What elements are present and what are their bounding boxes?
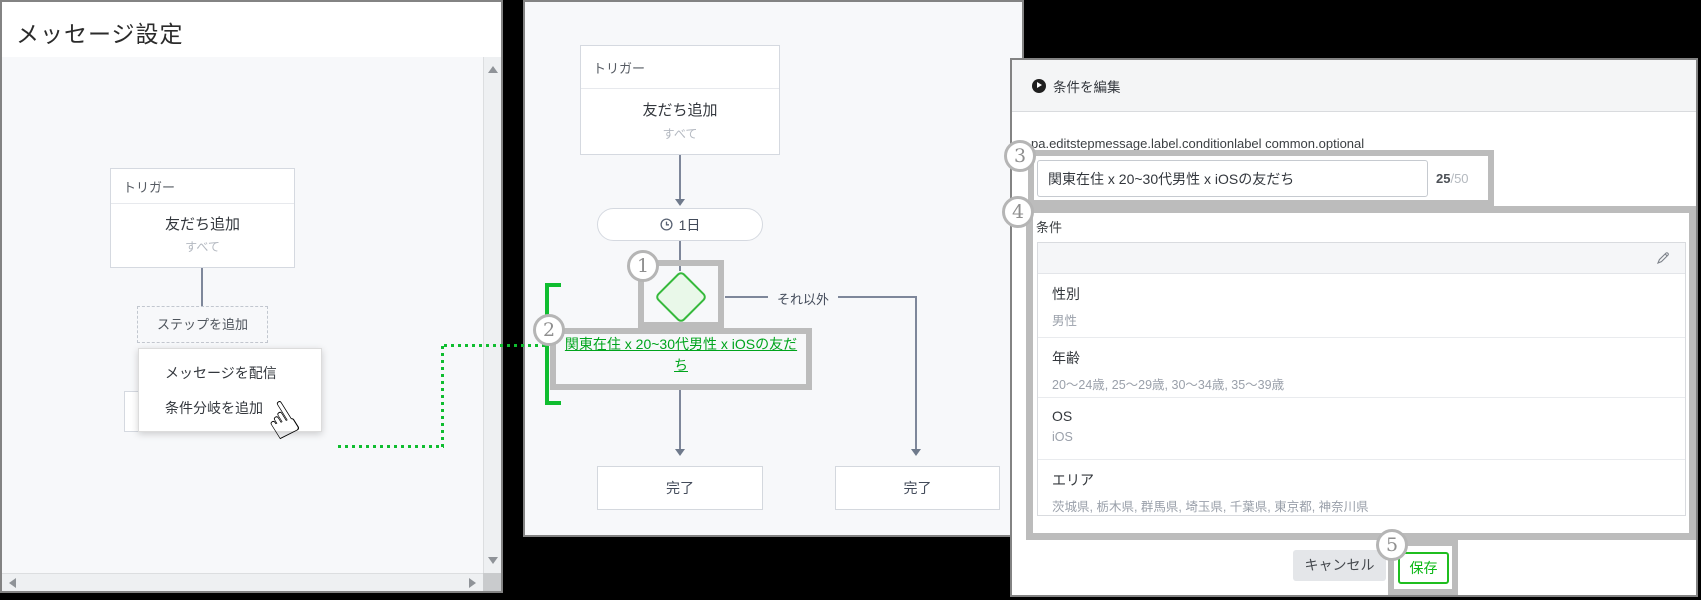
annotation-circle-3: 3 <box>1004 140 1036 172</box>
condition-row-label: エリア <box>1052 472 1094 488</box>
condition-row-label: 性別 <box>1052 286 1080 302</box>
condition-name-field-label: pa.editstepmessage.label.conditionlabel … <box>1031 136 1365 151</box>
condition-row-value: 20〜24歳, 25〜29歳, 30〜34歳, 35〜39歳 <box>1052 378 1285 392</box>
connector-line <box>201 268 203 306</box>
conditions-section-label: 条件 <box>1036 220 1063 235</box>
trigger-node-header: トリガー <box>581 46 779 89</box>
arrowhead-icon <box>675 199 685 206</box>
annotation-frame-1 <box>638 260 724 328</box>
trigger-node[interactable]: トリガー 友だち追加 すべて <box>580 45 780 155</box>
trigger-node-subtitle: すべて <box>185 240 220 254</box>
scroll-down-icon[interactable] <box>488 557 498 564</box>
add-step-menu: メッセージを配信 条件分岐を追加 <box>138 348 322 432</box>
conditions-list: 性別 男性 年齢 20〜24歳, 25〜29歳, 30〜34歳, 35〜39歳 … <box>1037 242 1686 516</box>
condition-row-os[interactable]: OS iOS <box>1038 398 1685 460</box>
annotation-dotted-line <box>441 346 444 448</box>
delay-label: 1日 <box>678 216 701 233</box>
arrowhead-icon <box>911 449 921 456</box>
condition-branch-link-line2: ち <box>674 357 688 373</box>
connector-line <box>679 241 681 271</box>
done-node-left[interactable]: 完了 <box>597 466 763 510</box>
done-node-right[interactable]: 完了 <box>835 466 1000 510</box>
annotation-frame-3 <box>1028 150 1494 206</box>
pencil-icon[interactable] <box>1655 250 1671 266</box>
scrollbar-corner <box>483 573 501 591</box>
annotation-frame-2 <box>550 328 812 390</box>
clock-icon <box>660 218 673 231</box>
horizontal-scrollbar[interactable] <box>2 573 483 591</box>
annotation-dotted-line <box>444 344 545 347</box>
annotation-circle-5: 5 <box>1376 529 1408 561</box>
trigger-node-subtitle: すべて <box>662 127 698 141</box>
char-count-current: 25 <box>1436 171 1451 186</box>
annotation-frame-5 <box>1388 540 1458 595</box>
condition-row-area[interactable]: エリア 茨城県, 栃木県, 群馬県, 埼玉県, 千葉県, 東京都, 神奈川県 <box>1038 460 1685 517</box>
connector-line <box>679 390 681 449</box>
trigger-node[interactable]: トリガー 友だち追加 すべて <box>110 168 295 268</box>
menu-item-send-message[interactable]: メッセージを配信 <box>165 365 277 381</box>
annotation-frame-4 <box>1026 206 1696 540</box>
condition-branch-link-line1: 関東在住 x 20~30代男性 x iOSの友だ <box>564 336 798 352</box>
condition-name-input[interactable] <box>1037 160 1428 197</box>
annotation-bracket <box>549 401 561 405</box>
play-icon <box>1032 78 1046 93</box>
vertical-scrollbar[interactable] <box>483 57 501 573</box>
trigger-node-title: 友だち追加 <box>642 102 718 119</box>
page-title: メッセージ設定 <box>16 21 184 47</box>
annotation-circle-4: 4 <box>1002 196 1034 228</box>
char-count-max: /50 <box>1450 171 1469 186</box>
char-counter: 25/50 <box>1436 171 1469 186</box>
add-step-button[interactable]: ステップを追加 <box>137 306 268 343</box>
condition-row-label: 年齢 <box>1052 350 1080 366</box>
message-settings-panel: メッセージ設定 <box>0 0 503 593</box>
cancel-button[interactable]: キャンセル <box>1293 550 1386 581</box>
otherwise-label: それ以外 <box>768 289 838 308</box>
branch-line <box>725 296 768 298</box>
dialog-header: 条件を編集 <box>1012 60 1696 112</box>
save-button[interactable]: 保存 <box>1398 552 1449 584</box>
scroll-up-icon[interactable] <box>488 66 498 73</box>
annotation-circle-1: 1 <box>627 250 659 282</box>
condition-row-value: 茨城県, 栃木県, 群馬県, 埼玉県, 千葉県, 東京都, 神奈川県 <box>1052 500 1369 514</box>
scroll-right-icon[interactable] <box>469 578 476 588</box>
condition-row-value: 男性 <box>1052 314 1078 328</box>
scroll-left-icon[interactable] <box>9 578 16 588</box>
condition-branch-link[interactable]: 関東在住 x 20~30代男性 x iOSの友だ ち <box>560 334 802 376</box>
trigger-node-title: 友だち追加 <box>164 216 240 233</box>
arrowhead-icon <box>675 449 685 456</box>
annotation-circle-2: 2 <box>533 314 565 346</box>
delay-node[interactable]: 1日 <box>597 208 763 241</box>
annotation-bracket <box>549 283 561 287</box>
dialog-title: 条件を編集 <box>1053 79 1121 95</box>
connector-line <box>679 155 681 199</box>
condition-row-gender[interactable]: 性別 男性 <box>1038 274 1685 338</box>
condition-row-label: OS <box>1052 408 1073 424</box>
branch-line <box>838 296 917 298</box>
trigger-node-header: トリガー <box>111 169 294 204</box>
condition-row-age[interactable]: 年齢 20〜24歳, 25〜29歳, 30〜34歳, 35〜39歳 <box>1038 338 1685 398</box>
annotation-dotted-line <box>338 445 444 448</box>
condition-row-value: iOS <box>1052 430 1073 444</box>
menu-item-add-branch[interactable]: 条件分岐を追加 <box>165 400 263 416</box>
conditions-edit-row[interactable] <box>1038 243 1685 274</box>
branch-line <box>915 296 917 449</box>
